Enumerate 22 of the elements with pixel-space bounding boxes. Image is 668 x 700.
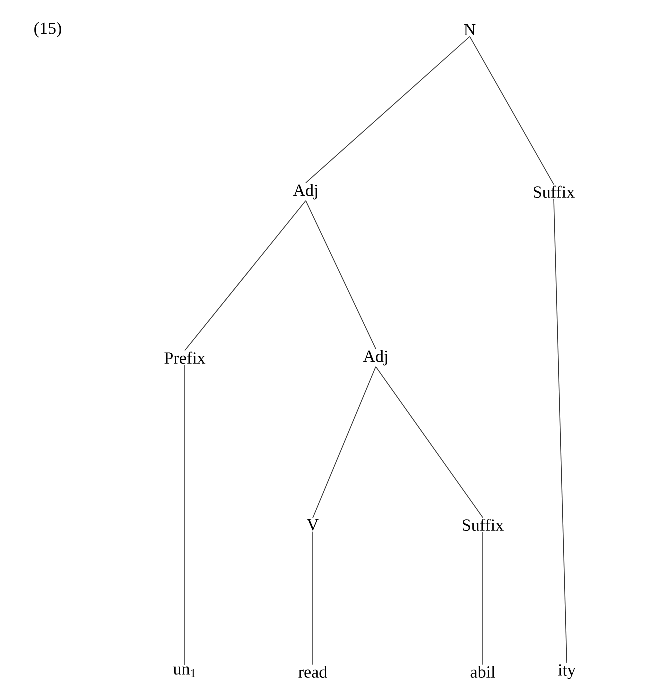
branch-line [306, 200, 376, 350]
branch-line [184, 200, 306, 352]
branch-line [376, 366, 484, 518]
tree-label: abil [470, 666, 496, 678]
example-number: (15) [34, 22, 62, 38]
tree-label: Adj [363, 350, 388, 366]
tree-label: Suffix [463, 518, 504, 532]
tree-label: V [307, 519, 319, 531]
tree-label: Adj [293, 184, 318, 200]
tree-label: N [464, 24, 476, 36]
branch-line [470, 36, 554, 186]
branch-line [184, 364, 186, 666]
branch-line [306, 36, 470, 184]
branch-line [554, 198, 568, 664]
tree-label: read [298, 666, 328, 678]
tree-label: Prefix [164, 352, 206, 364]
tree-label: un$_{1}$ [174, 666, 196, 678]
tree-label: Suffix [534, 186, 575, 198]
branch-line [312, 366, 376, 518]
branch-line [482, 532, 484, 666]
branch-line [312, 532, 314, 666]
tree-label: ity [558, 664, 576, 680]
